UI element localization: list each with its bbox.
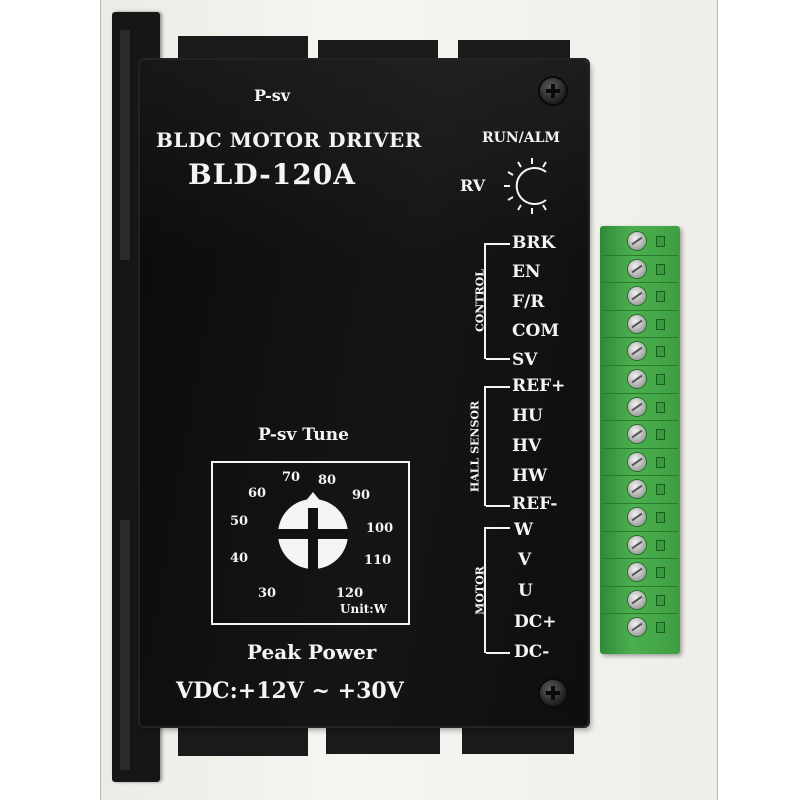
pin-label-ref-plus: REF+: [512, 376, 566, 396]
terminal-slot: [656, 318, 665, 330]
terminal-slot: [656, 374, 665, 385]
scale-40: 40: [230, 551, 249, 566]
flange-slot-top: [120, 30, 130, 260]
rv-label: RV: [460, 176, 486, 195]
pin-label-w: W: [514, 520, 534, 540]
terminal-divider: [602, 254, 678, 256]
model-tag: P-sv: [254, 86, 291, 105]
terminal-divider: [602, 558, 678, 560]
scale-80: 80: [318, 473, 337, 488]
terminal-divider: [602, 530, 678, 532]
scale-50: 50: [230, 514, 249, 529]
terminal-slot: [656, 346, 665, 358]
scale-60: 60: [248, 486, 267, 501]
tune-unit: Unit:W: [340, 602, 388, 616]
pin-label-ref-minus: REF-: [512, 494, 558, 514]
device-title: BLDC MOTOR DRIVER: [156, 128, 422, 152]
pin-label-dc-plus: DC+: [514, 612, 557, 632]
hall-bracket: [484, 386, 486, 506]
pin-label-brk: BRK: [512, 233, 556, 253]
rv-potentiometer-icon: [504, 158, 547, 214]
hall-group-label: HALL SENSOR: [468, 400, 482, 493]
tune-dial-box: [211, 461, 410, 625]
terminal-screw-icon[interactable]: [628, 480, 646, 499]
heatsink-tab-bottom-3: [462, 722, 574, 754]
pin-label-v: V: [518, 550, 532, 570]
pin-label-com: COM: [512, 321, 560, 341]
terminal-screw-icon[interactable]: [628, 618, 646, 637]
terminal-screw-icon[interactable]: [628, 397, 646, 416]
pin-label-dc-minus: DC-: [514, 642, 550, 662]
voltage-rating: VDC:+12V ~ +30V: [176, 678, 404, 704]
terminal-slot: [656, 263, 665, 275]
terminal-divider: [602, 475, 678, 477]
knob-pointer-icon: [300, 492, 326, 508]
screw-bottom-icon: [540, 680, 566, 706]
terminal-slot: [656, 594, 665, 606]
terminal-divider: [602, 503, 678, 504]
status-led-label: RUN/ALM: [482, 130, 560, 146]
scale-110: 110: [364, 553, 392, 568]
terminal-divider: [602, 309, 678, 311]
flange-slot-bottom: [120, 520, 130, 770]
terminal-screw-icon[interactable]: [628, 287, 646, 306]
terminal-slot: [656, 236, 665, 247]
terminal-divider: [602, 282, 678, 284]
terminal-slot: [656, 567, 665, 579]
pin-label-fr: F/R: [512, 292, 545, 312]
terminal-screw-icon[interactable]: [628, 370, 646, 388]
tune-label: P-sv Tune: [258, 425, 349, 445]
terminal-screw-icon[interactable]: [628, 259, 646, 278]
terminal-divider: [602, 613, 678, 615]
terminal-divider: [602, 337, 678, 339]
frame-edge-right: [717, 0, 718, 800]
terminal-slot: [656, 429, 665, 441]
terminal-screw-icon[interactable]: [628, 342, 646, 361]
terminal-slot: [656, 291, 665, 303]
peak-power-label: Peak Power: [247, 640, 377, 664]
heatsink-tab-bottom-1: [178, 722, 308, 756]
terminal-screw-icon[interactable]: [628, 452, 646, 471]
terminal-screw-icon[interactable]: [628, 314, 646, 333]
terminal-slot: [656, 456, 665, 468]
device-model: BLD-120A: [188, 158, 356, 191]
scale-70: 70: [282, 470, 301, 485]
pin-label-sv: SV: [512, 350, 538, 370]
scale-30: 30: [258, 586, 277, 601]
terminal-screw-icon[interactable]: [628, 425, 646, 444]
terminal-screw-icon[interactable]: [628, 508, 646, 526]
terminal-screw-icon[interactable]: [628, 232, 646, 250]
terminal-slot: [656, 622, 665, 634]
terminal-slot: [656, 401, 665, 413]
terminal-divider: [602, 392, 678, 394]
control-group-label: CONTROL: [473, 268, 487, 333]
terminal-divider: [602, 365, 678, 366]
case-sheen: [140, 60, 588, 726]
pin-label-u: U: [518, 581, 533, 601]
motor-bracket: [484, 527, 486, 653]
driver-case: [140, 60, 588, 726]
scale-90: 90: [352, 488, 371, 503]
screw-top-icon: [540, 78, 566, 104]
terminal-slot: [656, 484, 665, 496]
terminal-divider: [602, 585, 678, 587]
pin-label-hw: HW: [512, 466, 548, 486]
heatsink-tab-bottom-2: [326, 722, 440, 754]
pin-label-hu: HU: [512, 406, 543, 426]
knob-slot-vertical: [308, 499, 318, 569]
pin-label-en: EN: [512, 262, 541, 282]
terminal-slot: [656, 539, 665, 551]
terminal-divider: [602, 420, 678, 422]
terminal-screw-icon[interactable]: [628, 535, 646, 554]
control-bracket: [484, 243, 486, 359]
terminal-screw-icon[interactable]: [628, 563, 646, 582]
pin-label-hv: HV: [512, 436, 542, 456]
frame-edge-left: [100, 0, 101, 800]
terminal-divider: [602, 447, 678, 449]
terminal-screw-icon[interactable]: [628, 590, 646, 609]
motor-group-label: MOTOR: [473, 566, 487, 615]
scale-120: 120: [336, 586, 364, 601]
scale-100: 100: [366, 521, 394, 536]
terminal-slot: [656, 512, 665, 523]
